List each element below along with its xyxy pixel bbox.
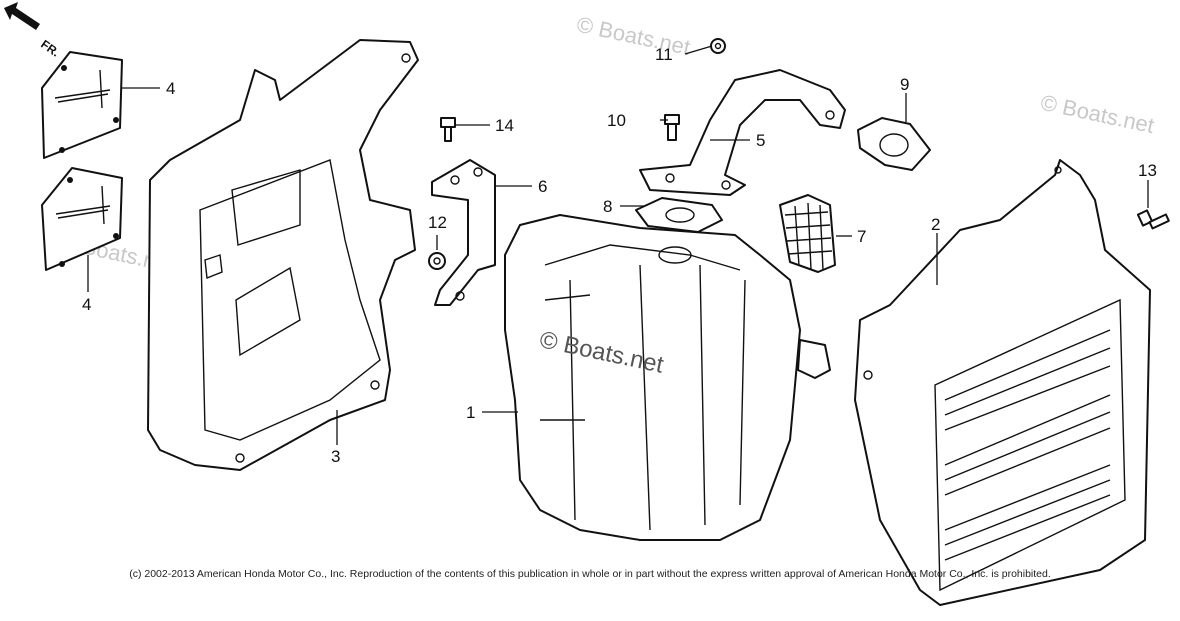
callout-3: 3 [331, 447, 340, 466]
callout-12: 12 [428, 213, 447, 232]
watermark-2: © Boats.net [575, 12, 693, 60]
callouts: 4 4 3 14 6 12 11 10 5 8 7 9 13 2 1 [82, 45, 1157, 466]
callout-13: 13 [1138, 161, 1157, 180]
callout-6: 6 [538, 177, 547, 196]
part-2-muffler-protector [854, 159, 1151, 606]
part-1-muffler [504, 214, 831, 541]
callout-11: 11 [655, 45, 673, 64]
callout-9: 9 [900, 75, 909, 94]
part-3-muffler-cover [147, 39, 419, 471]
part-10-bolt [664, 114, 680, 141]
part-12-nut [428, 252, 446, 270]
callout-1: 1 [466, 403, 475, 422]
front-label: FR. [38, 37, 62, 60]
callout-8: 8 [603, 197, 612, 216]
leader-lines [87, 45, 1149, 445]
callout-5: 5 [756, 131, 765, 150]
part-5-exhaust-pipe [639, 69, 846, 196]
callout-7: 7 [857, 227, 866, 246]
part-4-plate-lower [41, 167, 123, 271]
callout-14: 14 [495, 116, 514, 135]
callout-4-lower: 4 [82, 295, 91, 314]
callout-2: 2 [931, 215, 940, 234]
front-direction-arrow-icon: FR. [4, 2, 62, 60]
callout-10: 10 [607, 111, 626, 130]
part-13-bolt [1136, 209, 1170, 230]
watermark-3: © Boats.net [1038, 90, 1156, 138]
part-4-plate-upper [41, 51, 123, 159]
part-14-bolt [440, 117, 456, 142]
part-8-gasket [635, 197, 723, 233]
part-11-nut [710, 38, 726, 54]
part-9-gasket [857, 117, 931, 171]
part-6-bracket [431, 159, 496, 306]
part-7-spark-arrester [779, 194, 836, 273]
callout-4-upper: 4 [166, 79, 175, 98]
copyright-notice: (c) 2002-2013 American Honda Motor Co., … [129, 568, 1051, 580]
